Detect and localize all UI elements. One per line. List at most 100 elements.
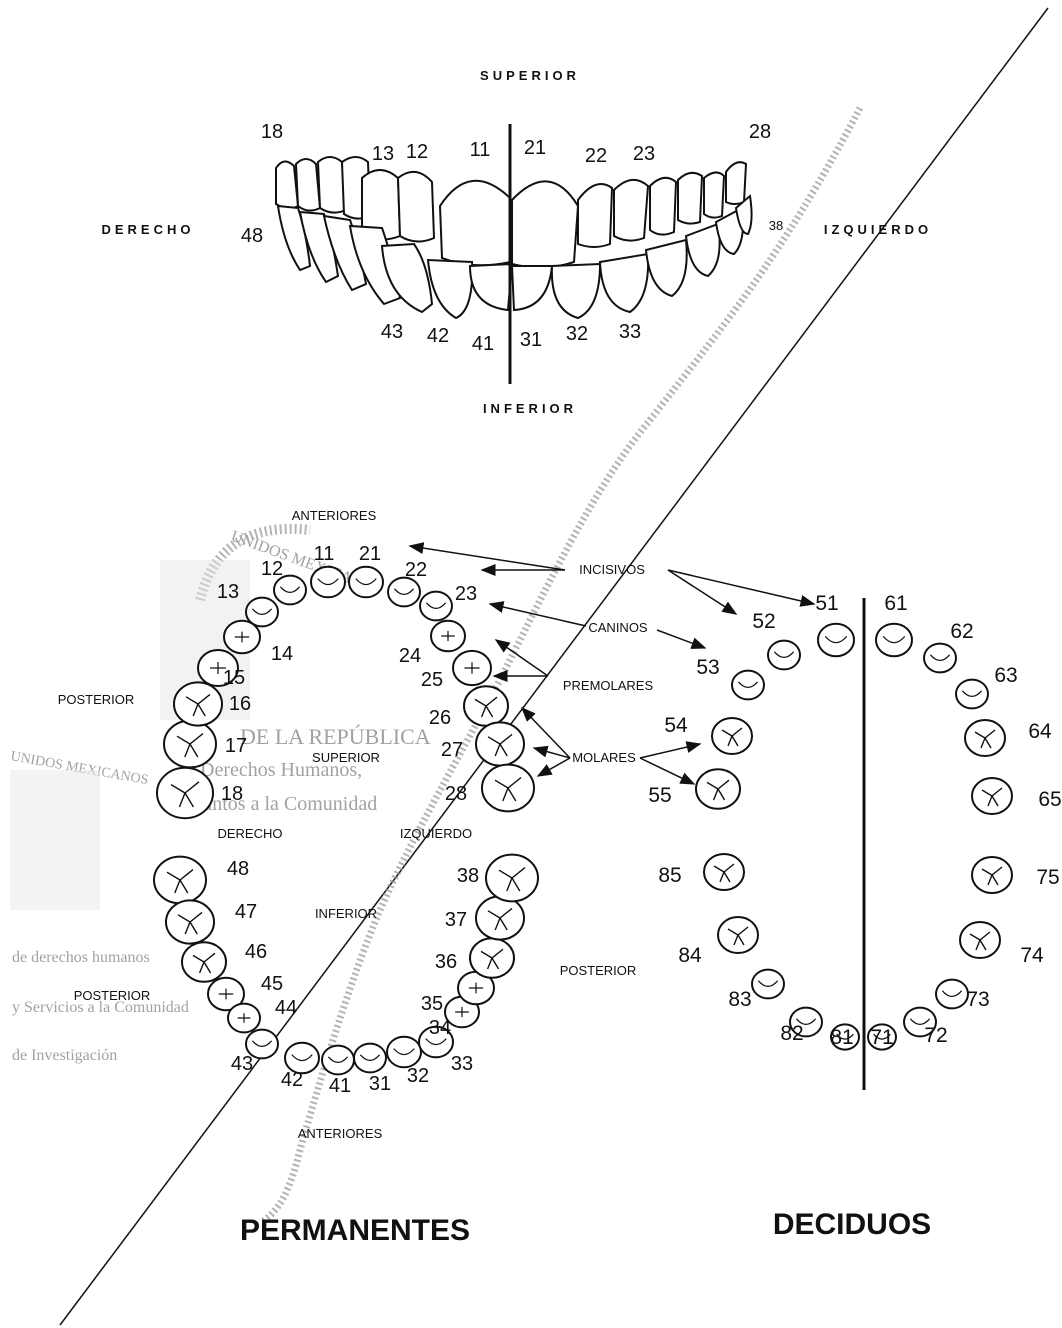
tooth-number: 81 [830, 1026, 853, 1049]
tooth-number: 36 [435, 951, 457, 973]
tooth-number: 61 [884, 592, 907, 615]
tooth-number: 82 [780, 1022, 803, 1045]
tooth [818, 624, 854, 656]
tooth-number: 14 [271, 643, 293, 665]
tooth [157, 768, 213, 818]
tooth-number: 32 [566, 323, 588, 345]
label-superior-arch: SUPERIOR [312, 750, 380, 765]
tooth-number: 43 [381, 321, 403, 343]
tooth-number: 53 [696, 656, 719, 679]
tooth-number: 51 [815, 592, 838, 615]
tooth [228, 1004, 260, 1033]
title-deciduos: DECIDUOS [773, 1208, 931, 1241]
tooth [174, 682, 222, 725]
tooth-outline [678, 173, 702, 224]
tooth-number: 22 [405, 559, 427, 581]
tooth-number: 84 [678, 944, 702, 967]
label-anteriores-bottom: ANTERIORES [298, 1126, 383, 1141]
tooth-number: 17 [225, 735, 247, 757]
tooth [732, 671, 764, 700]
label-posterior-right: POSTERIOR [560, 963, 637, 978]
tooth [388, 578, 420, 607]
tooth [166, 900, 214, 943]
tooth [956, 680, 988, 709]
tooth-number: 44 [275, 997, 297, 1019]
tooth-number: 25 [421, 669, 443, 691]
tooth-number: 41 [329, 1075, 351, 1097]
label-premolares: PREMOLARES [563, 678, 654, 693]
tooth-number: 33 [451, 1053, 473, 1075]
tooth-number: 21 [524, 137, 546, 159]
tooth-number: 83 [728, 988, 751, 1011]
tooth [164, 721, 216, 768]
tooth-number: 12 [406, 141, 428, 163]
tooth [876, 624, 912, 656]
tooth-number: 18 [221, 783, 243, 805]
tooth [960, 922, 1000, 958]
tooth [712, 718, 752, 754]
label-derecho: DERECHO [101, 222, 194, 237]
label-incisivos: INCISIVOS [579, 562, 645, 577]
tooth [246, 598, 278, 627]
tooth-number: 74 [1020, 944, 1044, 967]
stamp-line-1: DE LA REPÚBLICA [240, 724, 431, 749]
tooth [387, 1037, 421, 1068]
tooth-number: 35 [421, 993, 443, 1015]
tooth-number: 46 [245, 941, 267, 963]
tooth-number: 54 [664, 714, 688, 737]
label-molares: MOLARES [572, 750, 636, 765]
title-permanentes: PERMANENTES [240, 1214, 470, 1247]
tooth-number: 21 [359, 543, 381, 565]
tooth [354, 1044, 386, 1073]
stamp-side-1: de derechos humanos [12, 949, 150, 966]
tooth-number: 42 [281, 1069, 303, 1091]
tooth [349, 567, 383, 598]
tooth [972, 778, 1012, 814]
tooth-number: 64 [1028, 720, 1052, 743]
tooth [470, 938, 514, 978]
deciduous-arch: 5554535251616263646585848382817172737475… [648, 592, 1061, 1241]
tooth-number: 13 [217, 581, 239, 603]
tooth-number: 22 [585, 145, 607, 167]
tooth-number: 72 [924, 1024, 947, 1047]
label-izquierdo-arch: IZQUIERDO [400, 826, 472, 841]
permanent-arch: ANTERIORES ANTERIORES SUPERIOR INFERIOR … [58, 508, 637, 1247]
tooth-outline [512, 181, 578, 267]
tooth-number: 55 [648, 784, 671, 807]
tooth-number: 26 [429, 707, 451, 729]
tooth [482, 765, 534, 812]
tooth-number: 23 [633, 143, 655, 165]
tooth-outline [614, 180, 648, 241]
tooth-number: 48 [227, 858, 249, 880]
label-derecho-arch: DERECHO [217, 826, 282, 841]
tooth [154, 857, 206, 904]
tooth-outline [650, 178, 676, 235]
tooth-number: 71 [870, 1026, 893, 1049]
tooth-number: 38 [457, 865, 479, 887]
label-inferior-arch: INFERIOR [315, 906, 377, 921]
tooth [311, 567, 345, 598]
tooth-number: 47 [235, 901, 257, 923]
tooth-number: 45 [261, 973, 283, 995]
tooth-number: 73 [966, 988, 989, 1011]
tooth-number: 63 [994, 664, 1017, 687]
tooth [718, 917, 758, 953]
tooth [476, 722, 524, 765]
tooth-number: 75 [1036, 866, 1059, 889]
tooth-number: 28 [445, 783, 467, 805]
tooth [431, 621, 465, 652]
tooth [972, 857, 1012, 893]
tooth-number: 33 [619, 321, 641, 343]
tooth-number: 52 [752, 610, 775, 633]
tooth-number: 65 [1038, 788, 1061, 811]
tooth [752, 970, 784, 999]
tooth-number: 62 [950, 620, 973, 643]
tooth-number: 42 [427, 325, 449, 347]
tooth [476, 896, 524, 939]
tooth-number: 11 [470, 139, 491, 161]
tooth-number: 32 [407, 1065, 429, 1087]
tooth-number: 27 [441, 739, 463, 761]
tooth-number: 18 [261, 121, 283, 143]
